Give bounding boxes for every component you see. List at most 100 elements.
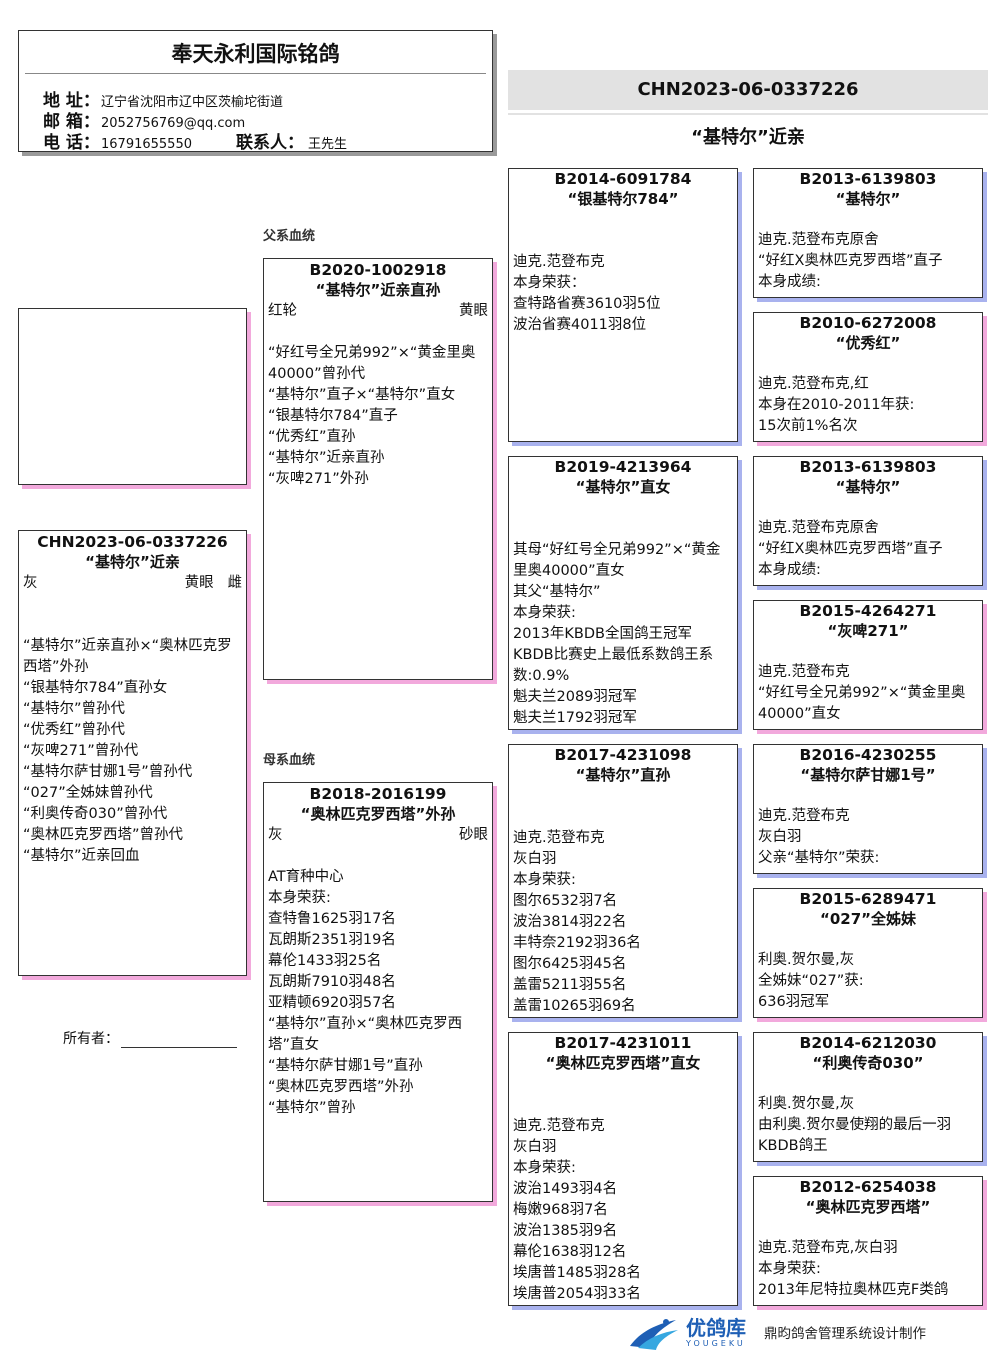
note-line: 查特路省赛3610羽5位 — [513, 296, 661, 312]
note-line: 迪克.范登布克 — [513, 254, 605, 270]
note-line: 迪克.范登布克,灰白羽 — [758, 1240, 898, 1256]
address-label: 地 址： — [43, 91, 100, 111]
ring-number: B2015-4264271 — [799, 602, 937, 620]
note-line: 波治1493羽4名 — [513, 1181, 618, 1197]
note-line: 瓦朗斯2351羽19名 — [268, 932, 396, 948]
note-line: 盖雷5211羽55名 — [513, 977, 627, 993]
note-line: “灰啤271”曾孙代 — [23, 743, 139, 759]
address-value: 辽宁省沈阳市辽中区茨榆坨街道 — [101, 95, 284, 110]
divider — [508, 113, 988, 115]
note-line: “灰啤271”外孙 — [268, 471, 369, 487]
note-line: “优秀红”曾孙代 — [23, 722, 126, 738]
pigeon-name: “基特尔” — [835, 190, 901, 208]
pigeon-name: “银基特尔784” — [567, 190, 679, 208]
sire-sire-card: B2014-6091784 “银基特尔784” 迪克.范登布克本身荣获：查特路省… — [508, 168, 738, 442]
note-line: 迪克.范登布克 — [758, 664, 850, 680]
note-line: “奥林匹克罗西塔”外孙 — [268, 1079, 414, 1095]
pedigree-notes: 利奥.贺尔曼,灰全姊妹“027”获:636羽冠军 — [754, 950, 982, 1013]
note-line: 本身荣获: — [513, 872, 576, 888]
note-line: “好红X奥林匹克罗西塔”直子 — [758, 541, 943, 557]
pigeon-name: “基特尔萨甘娜1号” — [800, 766, 936, 784]
note-line: 图尔6425羽45名 — [513, 956, 627, 972]
color: 红轮 — [268, 303, 297, 319]
note-line: “奥林匹克罗西塔”曾孙代 — [23, 827, 184, 843]
pedigree-notes: 迪克.范登布克灰白羽本身荣获:图尔6532羽7名波治3814羽22名丰特奈219… — [509, 828, 737, 1017]
note-line: 查特鲁1625羽17名 — [268, 911, 396, 927]
pigeon-name: “奥林匹克罗西塔” — [805, 1198, 931, 1216]
note-line: “基特尔”近亲回血 — [23, 848, 140, 864]
ring-number: B2015-6289471 — [799, 890, 937, 908]
ring-number: CHN2023-06-0337226 — [37, 533, 228, 551]
note-line: “基特尔”曾孙 — [268, 1100, 356, 1116]
ring-number: B2017-4231011 — [554, 1034, 692, 1052]
note-line: 本身荣获: — [758, 1261, 821, 1277]
note-line: 本身荣获: — [513, 605, 576, 621]
phone-row: 电 话： 16791655550 联系人： 王先生 — [43, 128, 347, 153]
dam-dam-card: B2017-4231011 “奥林匹克罗西塔”直女 迪克.范登布克灰白羽本身荣获… — [508, 1032, 738, 1306]
note-line: 本身成绩: — [758, 562, 821, 578]
note-line: 本身在2010-2011年获: — [758, 397, 915, 413]
note-line: “银基特尔784”直子 — [268, 408, 398, 424]
pigeon-traits: 灰 砂眼 — [264, 825, 492, 846]
note-line: “好红X奥林匹克罗西塔”直子 — [758, 253, 943, 269]
note-line: 图尔6532羽7名 — [513, 893, 618, 909]
pedigree-notes: 利奥.贺尔曼,灰由利奥.贺尔曼使翔的最后一羽KBDB鸽王 — [754, 1094, 982, 1157]
note-line: “基特尔”曾孙代 — [23, 701, 126, 717]
pigeon-name: “基特尔”直女 — [575, 478, 671, 496]
ggp-card-8: B2012-6254038 “奥林匹克罗西塔” 迪克.范登布克,灰白羽本身荣获:… — [753, 1176, 983, 1306]
pigeon-name: “奥林匹克罗西塔”直女 — [545, 1054, 701, 1072]
eye: 黄眼 — [459, 303, 488, 319]
note-line: 灰白羽 — [758, 829, 802, 845]
pedigree-notes: 迪克.范登布克,灰白羽本身荣获: 2013年尼特拉奥林匹克F类鸽 — [754, 1238, 982, 1301]
note-line: 迪克.范登布克原舍 — [758, 232, 879, 248]
note-line: “基特尔”直孙×“奥林匹克罗西塔”直女 — [268, 1016, 463, 1053]
note-line: “好红号全兄弟992”×“黄金里奥40000”直女 — [758, 685, 966, 722]
note-line: “027”全姊妹曾孙代 — [23, 785, 153, 801]
pigeon-traits: 灰 黄眼 雌 — [19, 573, 246, 594]
note-line: 本身荣获: — [268, 890, 331, 906]
note-line: 幕伦1638羽12名 — [513, 1244, 627, 1260]
note-line: 波治省赛4011羽8位 — [513, 317, 647, 333]
note-line: 波治1385羽9名 — [513, 1223, 618, 1239]
note-line: AT育种中心 — [268, 869, 344, 885]
note-line: 灰白羽 — [513, 1139, 557, 1155]
sex: 雌 — [227, 575, 243, 591]
ring-number: B2019-4213964 — [554, 458, 692, 476]
yougeku-logo-icon — [630, 1319, 678, 1350]
ggp-card-3: B2013-6139803 “基特尔” 迪克.范登布克原舍“好红X奥林匹克罗西塔… — [753, 456, 983, 586]
contact-label: 联系人： — [235, 133, 304, 153]
breeder-name: 奉天永利国际铭鸽 — [25, 31, 486, 74]
note-line: 其父“基特尔” — [513, 584, 601, 600]
footer: 优鸽库 YOUGEKU 鼎昀鸽舍管理系统设计制作 — [622, 1310, 992, 1354]
dam-sire-card: B2017-4231098 “基特尔”直孙 迪克.范登布克灰白羽本身荣获:图尔6… — [508, 744, 738, 1018]
note-line: 埃唐普2054羽33名 — [513, 1286, 641, 1302]
subject-name-banner: “基特尔”近亲 — [691, 127, 805, 148]
color: 灰 — [268, 827, 283, 843]
note-line: 梅嫩968羽7名 — [513, 1202, 608, 1218]
note-line: “基特尔萨甘娜1号”直孙 — [268, 1058, 423, 1074]
note-line: 魁夫兰2089羽冠军 — [513, 689, 637, 705]
pedigree-notes: 迪克.范登布克原舍 “好红X奥林匹克罗西塔”直子本身成绩: — [754, 230, 982, 293]
note-line: 丰特奈2192羽36名 — [513, 935, 641, 951]
note-line: 灰白羽 — [513, 851, 557, 867]
note-line: 本身成绩: — [758, 274, 821, 290]
pigeon-name: “基特尔”近亲 — [85, 553, 180, 571]
pedigree-notes: “好红号全兄弟992”×“黄金里奥40000”曾孙代“基特尔”直子×“基特尔”直… — [264, 343, 492, 490]
ring-number: B2013-6139803 — [799, 170, 937, 188]
sire-card: B2020-1002918 “基特尔”近亲直孙 红轮 黄眼 “好红号全兄弟992… — [263, 258, 493, 680]
note-line: “好红号全兄弟992”×“黄金里奥40000”曾孙代 — [268, 345, 476, 382]
color: 灰 — [23, 575, 38, 591]
pigeon-name: “奥林匹克罗西塔”外孙 — [300, 805, 456, 823]
dam-line-label: 母系血统 — [263, 753, 316, 768]
note-line: “基特尔”近亲直孙 — [268, 450, 385, 466]
ggp-card-6: B2015-6289471 “027”全姊妹 利奥.贺尔曼,灰全姊妹“027”获… — [753, 888, 983, 1018]
note-line: “基特尔萨甘娜1号”曾孙代 — [23, 764, 193, 780]
note-line: 2013年尼特拉奥林匹克F类鸽 — [758, 1282, 949, 1298]
ggp-card-2: B2010-6272008 “优秀红” 迪克.范登布克,红本身在2010-201… — [753, 312, 983, 442]
contact-value: 王先生 — [307, 137, 347, 152]
breeder-info-box: 奉天永利国际铭鸽 地 址： 辽宁省沈阳市辽中区茨榆坨街道 邮 箱： 205275… — [18, 30, 493, 153]
ring-number: B2013-6139803 — [799, 458, 937, 476]
owner-blank-line — [121, 1030, 237, 1048]
note-line: 魁夫兰1792羽冠军 — [513, 710, 637, 726]
eye: 黄眼 — [184, 575, 214, 591]
